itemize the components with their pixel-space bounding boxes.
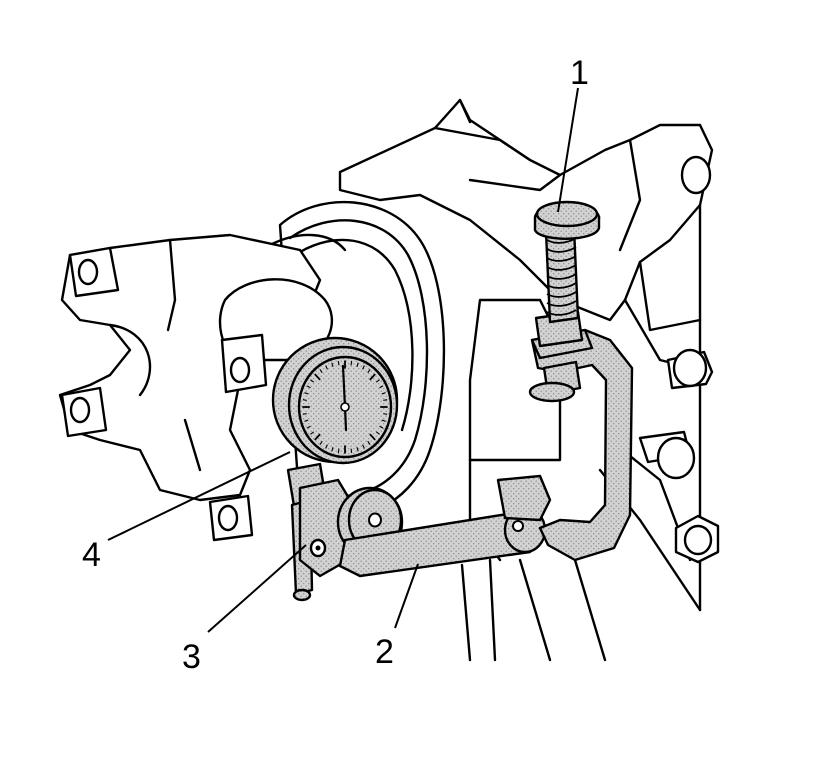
dial-tick <box>306 385 311 389</box>
housing-bolt-lower <box>674 514 720 564</box>
screw-thread <box>546 300 577 307</box>
screw-thread <box>546 246 577 253</box>
dial-tick <box>383 413 388 415</box>
dial-tick <box>369 433 376 441</box>
dial-tick <box>310 431 315 435</box>
callout-3: 3 <box>182 638 201 676</box>
dial-tick <box>375 431 380 435</box>
callout-1: 1 <box>570 54 589 92</box>
callout-4: 4 <box>82 536 101 574</box>
screw-thread <box>546 264 577 271</box>
dial-tick <box>304 419 309 422</box>
dial-indicator <box>271 336 399 602</box>
dial-tick <box>350 360 353 366</box>
dial-tick <box>350 448 353 454</box>
screw-thread <box>546 309 577 316</box>
dial-tick <box>306 425 311 429</box>
dial-tick <box>302 399 307 401</box>
dial-tick <box>356 447 359 452</box>
dial-tick <box>383 399 388 401</box>
dial-tick <box>379 385 384 389</box>
dial-tick <box>367 369 371 374</box>
housing-bolt-middle <box>638 430 696 480</box>
dial-tick <box>319 440 323 445</box>
indicator-clamp <box>298 478 352 578</box>
dial-tick <box>369 373 376 381</box>
dial-tick <box>302 413 307 415</box>
leader-2 <box>394 563 419 629</box>
callout-labels: 1 2 3 4 <box>82 54 589 676</box>
callout-2: 2 <box>375 633 394 671</box>
screw-thread <box>546 255 577 262</box>
screw-thread <box>546 291 577 298</box>
dial-tick <box>379 425 384 429</box>
dial-tick <box>381 392 386 395</box>
screw-thread <box>546 273 577 280</box>
dial-tick <box>362 365 365 370</box>
dial-tick <box>310 379 315 383</box>
dial-tick <box>381 419 386 422</box>
dial-tick <box>331 362 334 367</box>
screw-threads <box>546 237 577 316</box>
dial-tick <box>367 440 371 445</box>
leader-3 <box>207 544 307 633</box>
dial-tick <box>325 365 328 370</box>
dial-tick <box>304 392 309 395</box>
leader-4 <box>107 451 291 541</box>
dial-tick <box>362 444 365 449</box>
leader-1 <box>557 87 579 213</box>
dial-tick <box>314 373 321 381</box>
pinion-yoke <box>58 233 334 542</box>
dial-tick <box>356 362 359 367</box>
dial-tick <box>375 379 380 383</box>
dial-ticks <box>302 360 388 454</box>
dial-tick <box>337 448 340 454</box>
dial-tick <box>314 433 321 441</box>
screw-thread <box>546 282 577 289</box>
housing-bolt-upper <box>666 348 714 390</box>
dial-tick <box>337 360 340 366</box>
callout-leaders <box>107 87 579 633</box>
dial-tick <box>325 444 328 449</box>
mounting-c-clamp <box>496 200 634 562</box>
dial-tick <box>319 369 323 374</box>
dial-tick <box>331 447 334 452</box>
